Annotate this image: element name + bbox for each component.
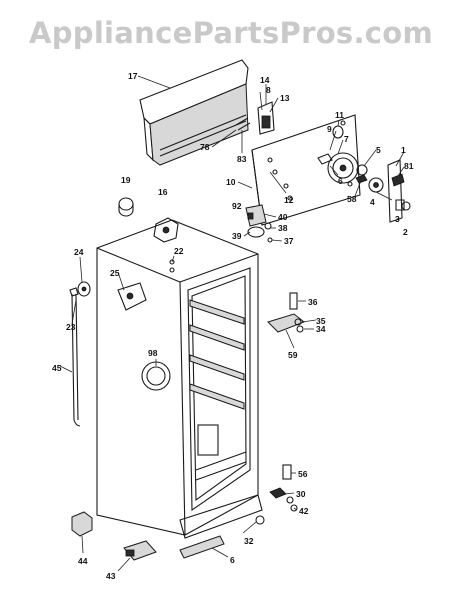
callout-9: 9: [327, 124, 332, 134]
leveling-foot: [71, 511, 93, 537]
callout-92: 92: [232, 201, 242, 211]
callout-labels: 17 14 8 13 78 83 11 9 7 1 81 5 6 58 4 3 …: [52, 71, 414, 581]
callout-38: 38: [278, 223, 288, 233]
callout-58: 58: [347, 194, 357, 204]
callout-22: 22: [174, 246, 184, 256]
callout-35: 35: [316, 316, 326, 326]
callout-8: 8: [266, 85, 271, 95]
callout-25: 25: [110, 268, 120, 278]
hinge-pin: [289, 292, 298, 310]
callout-43: 43: [106, 571, 116, 581]
leader-lines: [59, 75, 405, 572]
callout-44: 44: [78, 556, 88, 566]
grommet: [255, 515, 265, 525]
callout-42: 42: [299, 506, 309, 516]
callout-30: 30: [296, 489, 306, 499]
top-vent-disc: [153, 217, 179, 243]
callout-39: 39: [232, 231, 242, 241]
callout-16: 16: [158, 187, 168, 197]
callout-3: 3: [395, 214, 400, 224]
callout-11: 11: [335, 110, 344, 120]
bottom-bracket: [123, 540, 157, 561]
callout-45: 45: [52, 363, 62, 373]
callout-81: 81: [404, 161, 414, 171]
callout-1: 1: [401, 145, 406, 155]
upper-hinge-assembly: [245, 204, 273, 243]
callout-98: 98: [148, 348, 158, 358]
grille-strip: [179, 535, 225, 559]
callout-13: 13: [280, 93, 290, 103]
callout-14: 14: [260, 75, 270, 85]
side-bracket: [117, 282, 147, 311]
bottom-hinge: [269, 464, 298, 512]
drain-ring: [141, 361, 171, 391]
watermark: AppliancePartsPros.com: [28, 16, 434, 50]
callout-37: 37: [284, 236, 294, 246]
callout-6: 6: [338, 176, 343, 186]
callout-40: 40: [278, 212, 288, 222]
callout-32: 32: [244, 536, 254, 546]
callout-59: 59: [288, 350, 298, 360]
callout-23: 23: [66, 322, 76, 332]
fan-dial-assembly: [317, 125, 359, 184]
callout-4: 4: [370, 197, 375, 207]
callout-6-lower: 6: [230, 555, 235, 565]
callout-24: 24: [74, 247, 84, 257]
callout-17: 17: [128, 71, 138, 81]
callout-2: 2: [403, 227, 408, 237]
callout-56-lower: 56: [298, 469, 308, 479]
callout-36: 36: [308, 297, 318, 307]
refrigerator-cabinet: [96, 219, 263, 539]
callout-19: 19: [121, 175, 131, 185]
thermostat-bracket: [235, 101, 275, 135]
callout-34: 34: [316, 324, 326, 334]
callout-12: 12: [284, 195, 294, 205]
callout-10: 10: [226, 177, 236, 187]
callout-7: 7: [344, 134, 349, 144]
cylinder-plug: [118, 197, 134, 217]
callout-78: 78: [200, 142, 210, 152]
door-rod-assembly: [69, 281, 91, 427]
callout-5: 5: [376, 145, 381, 155]
callout-83: 83: [237, 154, 247, 164]
top-cover-panel: [139, 59, 249, 166]
middle-hinge: [267, 313, 305, 333]
